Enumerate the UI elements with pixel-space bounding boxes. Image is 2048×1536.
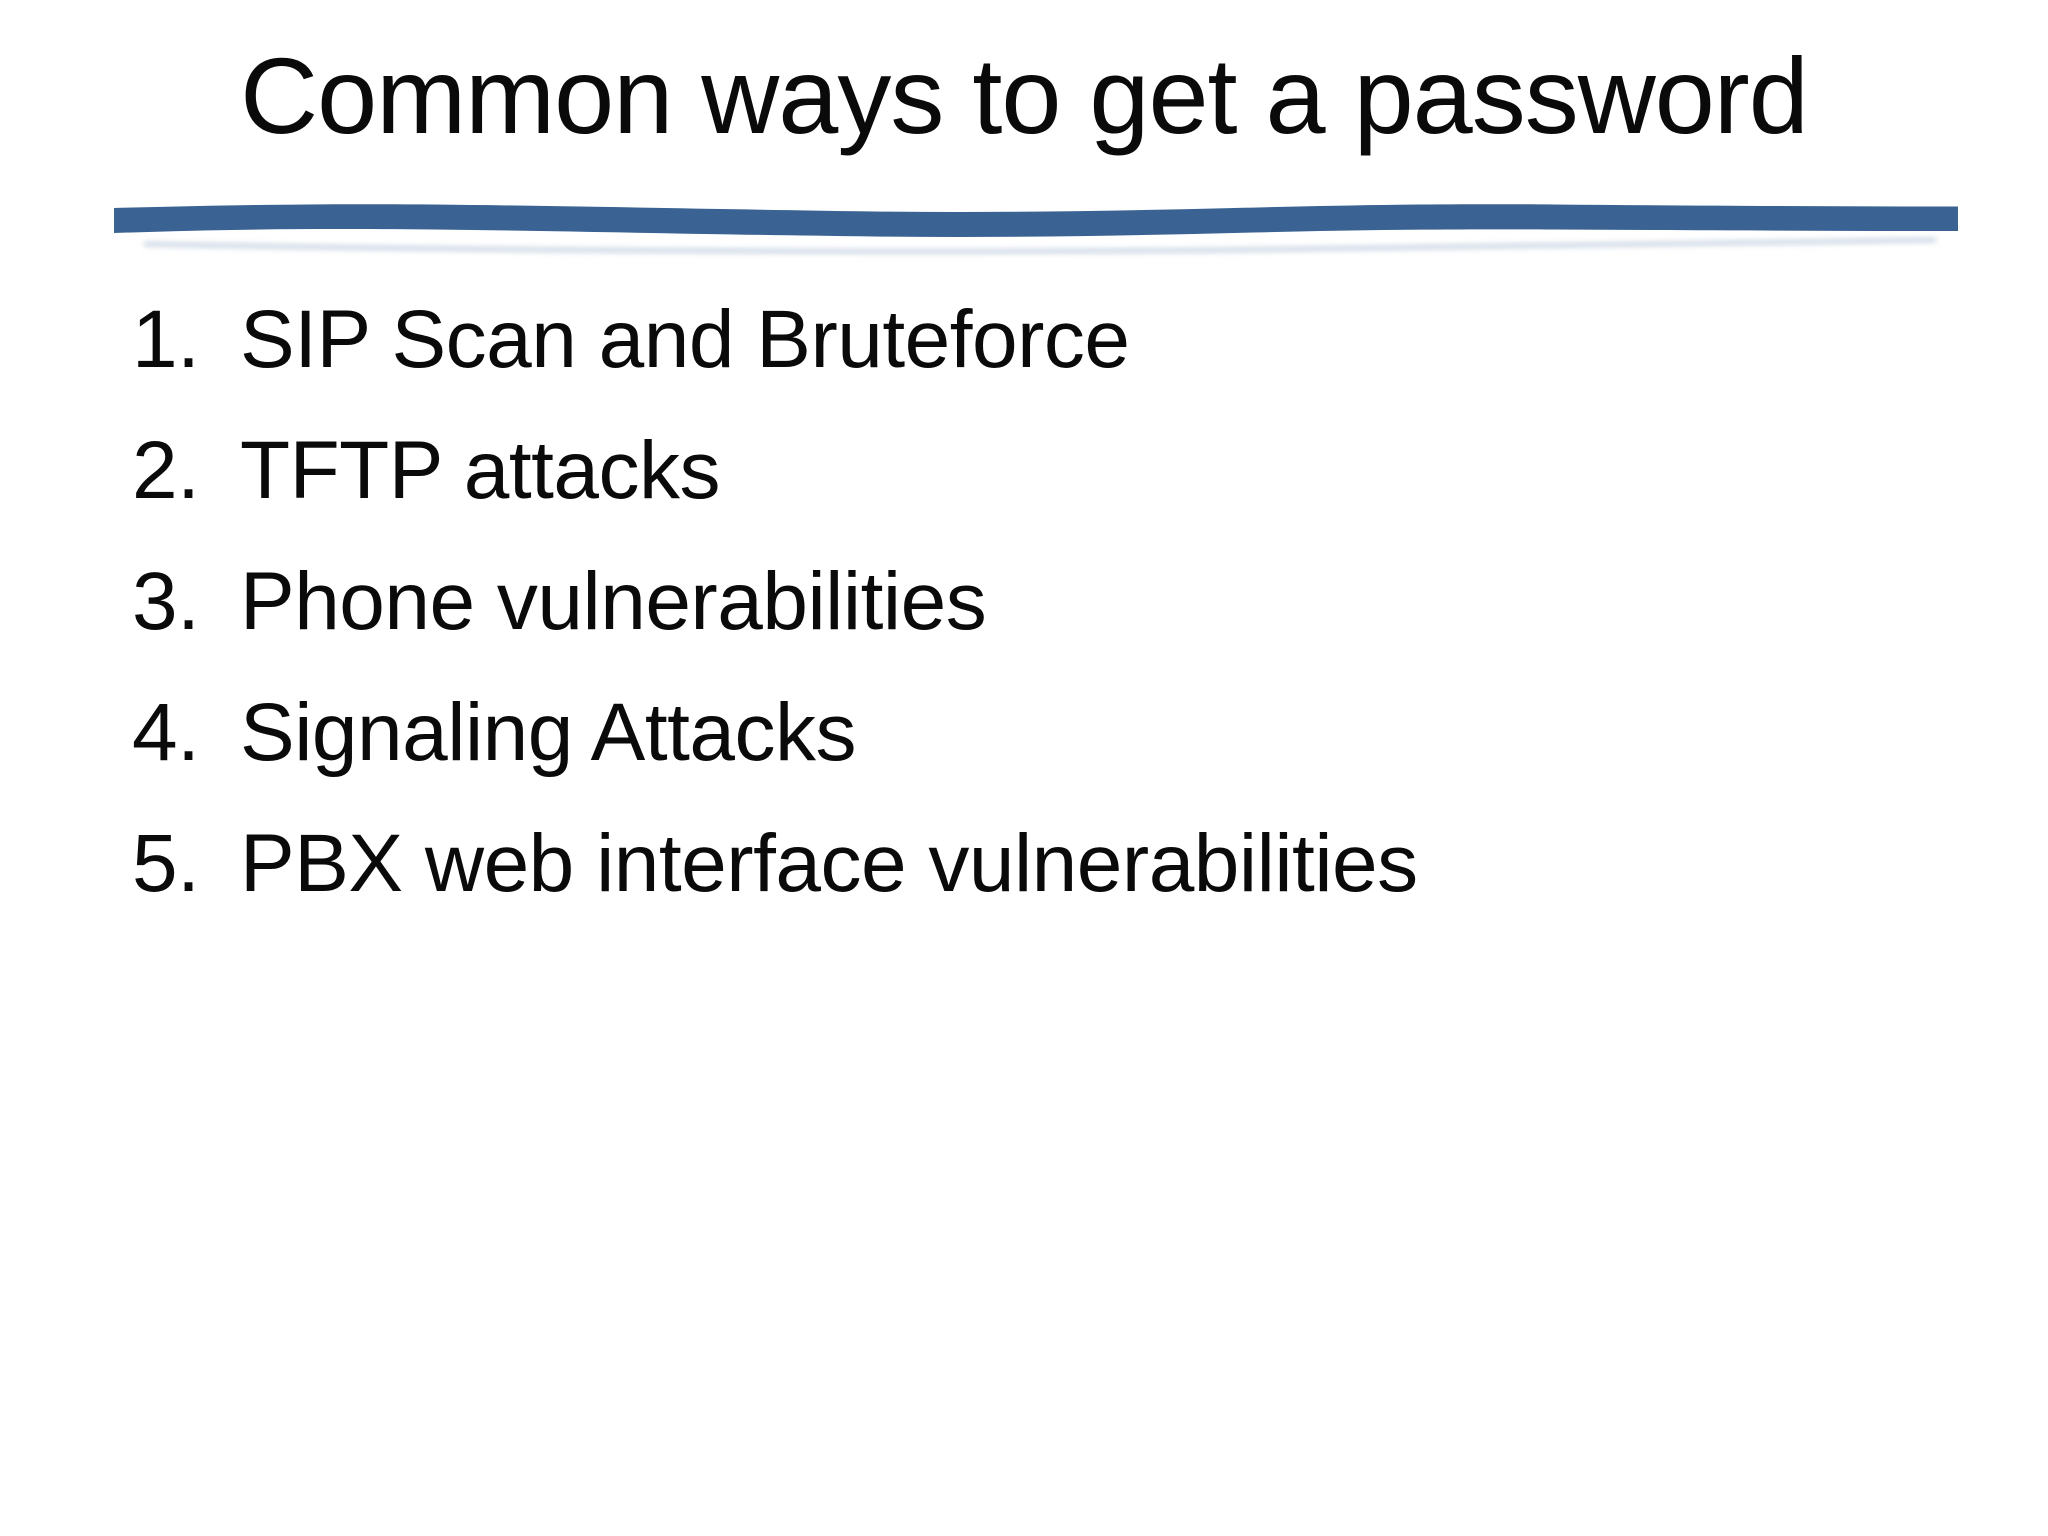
list-item: 3. Phone vulnerabilities (132, 536, 1418, 667)
divider-ribbon (114, 204, 1958, 238)
list-item-label: SIP Scan and Bruteforce (240, 294, 1130, 385)
divider-wave-graphic (114, 204, 1958, 254)
list-item: 1. SIP Scan and Bruteforce (132, 274, 1418, 405)
list-item-label: Signaling Attacks (240, 687, 857, 778)
slide-title: Common ways to get a password (240, 35, 1809, 156)
divider-shadow (143, 237, 1937, 254)
list-item-label: PBX web interface vulnerabilities (240, 818, 1418, 909)
list-item: 4. Signaling Attacks (132, 667, 1418, 798)
list-item-label: TFTP attacks (240, 425, 721, 516)
list-item: 2. TFTP attacks (132, 405, 1418, 536)
list-item-number: 4. (132, 687, 200, 778)
ways-list: 1. SIP Scan and Bruteforce 2. TFTP attac… (132, 274, 1418, 929)
list-item-number: 3. (132, 556, 200, 647)
list-item-number: 1. (132, 294, 200, 385)
list-item: 5. PBX web interface vulnerabilities (132, 798, 1418, 929)
list-item-label: Phone vulnerabilities (240, 556, 987, 647)
list-item-number: 5. (132, 818, 200, 909)
title-divider (114, 195, 1958, 265)
list-item-number: 2. (132, 425, 200, 516)
